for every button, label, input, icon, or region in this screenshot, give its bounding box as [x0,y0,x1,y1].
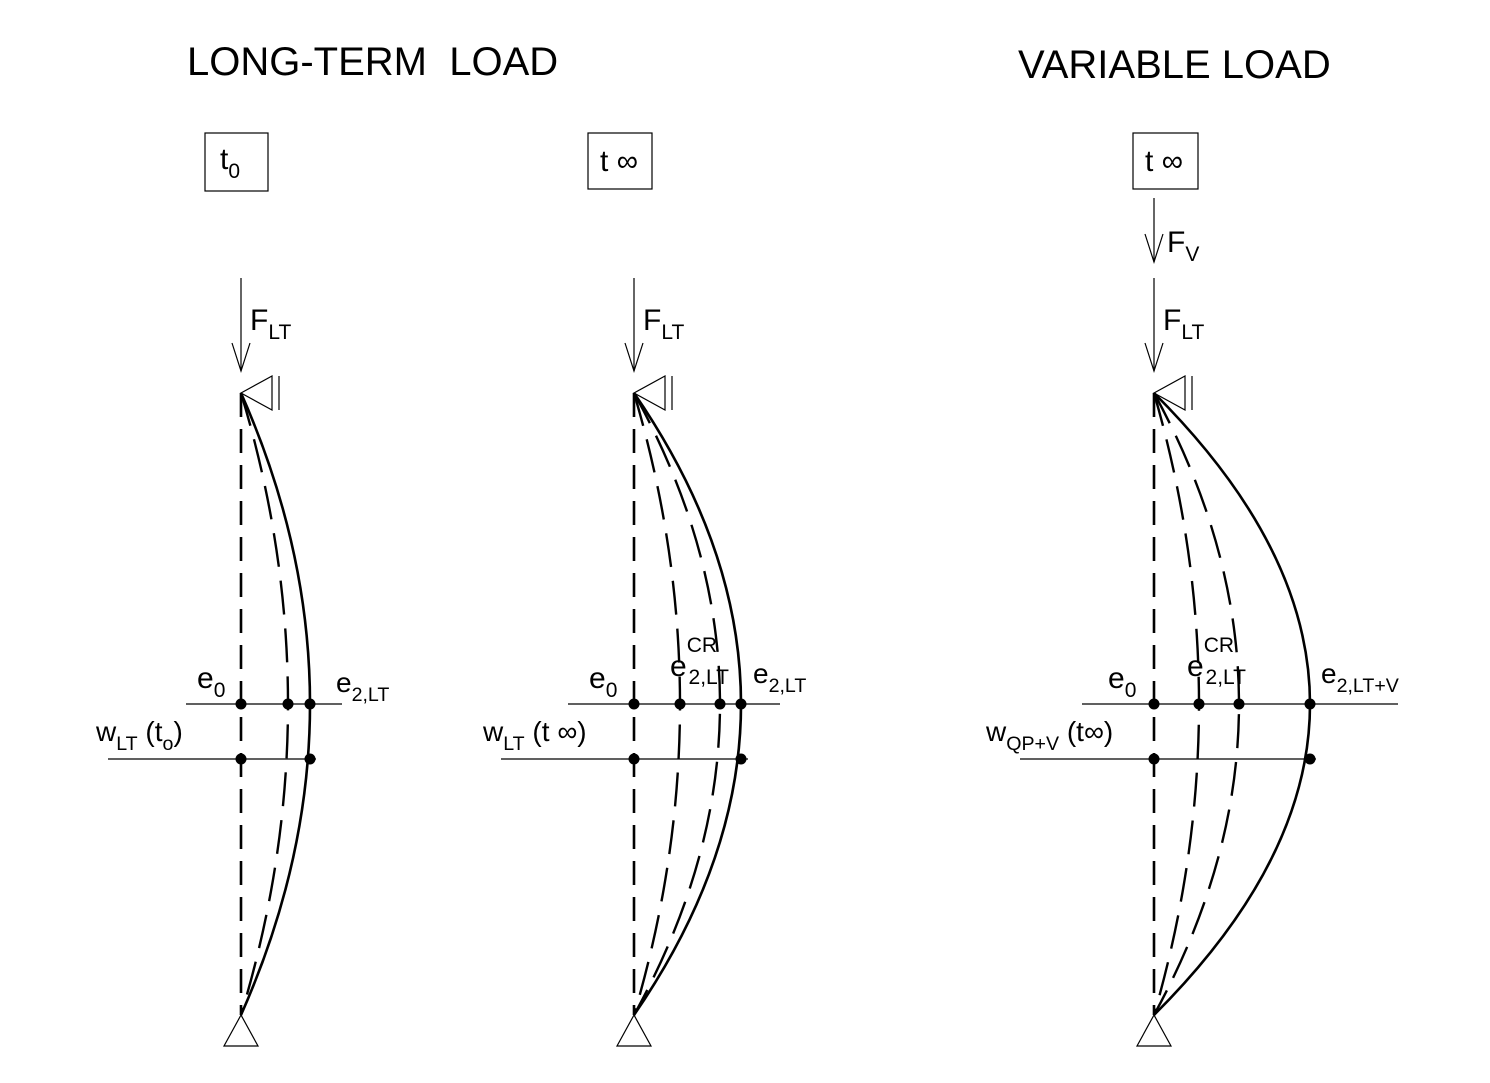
force-lt-label: FLT [643,304,684,344]
e2-label: e2,LT+V [1321,658,1399,697]
bottom-pin-support-icon [615,1013,653,1047]
force-lt-label: FLT [1163,304,1204,344]
deflection-point [304,753,316,765]
deflected-shape-dashed [1152,392,1241,1016]
force-lt-label: FLT [250,304,291,344]
deflection-w-label: wLT (to) [95,716,183,755]
deflection-point [1148,753,1160,765]
eccentricity-point [735,698,747,710]
eccentricity-point [1304,698,1316,710]
eccentricity-point [1193,698,1205,710]
time-box: t ∞ [1132,132,1199,190]
deflection-point [628,753,640,765]
eccentricity-point [282,698,294,710]
time-box: t0 [204,132,269,192]
e2-label: e2,LT [336,667,389,706]
eccentricity-point [714,698,726,710]
deflection-w-label: wLT (t ∞) [482,716,587,755]
e0-label: e0 [197,662,225,702]
top-pin-support-icon [632,374,673,412]
deflection-point [1304,753,1316,765]
eccentricity-point [628,698,640,710]
time-label: t ∞ [1145,145,1183,178]
eccentricity-point [235,698,247,710]
e2-label: e2,LT [753,658,806,697]
title-long-term-load: LONG-TERM LOAD [187,40,558,84]
long-term-load-arrow-icon [1144,278,1164,373]
deflection-point [735,753,747,765]
title-variable-load: VARIABLE LOAD [1018,43,1331,87]
e0-label: e0 [589,662,617,702]
eccentricity-point [1233,698,1245,710]
bottom-pin-support-icon [222,1013,260,1047]
top-pin-support-icon [1152,374,1193,412]
time-label: t0 [220,143,240,183]
deflection-w-label: wQP+V (t∞) [985,716,1113,755]
deflected-shape-dashed [632,392,722,1016]
long-term-load-arrow-icon [624,278,644,373]
long-term-load-arrow-icon [231,278,251,373]
eccentricity-point [304,698,316,710]
time-box: t ∞ [587,132,653,190]
bottom-pin-support-icon [1135,1013,1173,1047]
eccentricity-point [1148,698,1160,710]
time-label: t ∞ [600,145,638,178]
top-pin-support-icon [239,374,280,412]
deflection-point [235,753,247,765]
e0-label: e0 [1108,662,1136,702]
eccentricity-point [674,698,686,710]
variable-load-arrow-icon [1144,198,1164,264]
force-v-label: FV [1167,226,1199,266]
